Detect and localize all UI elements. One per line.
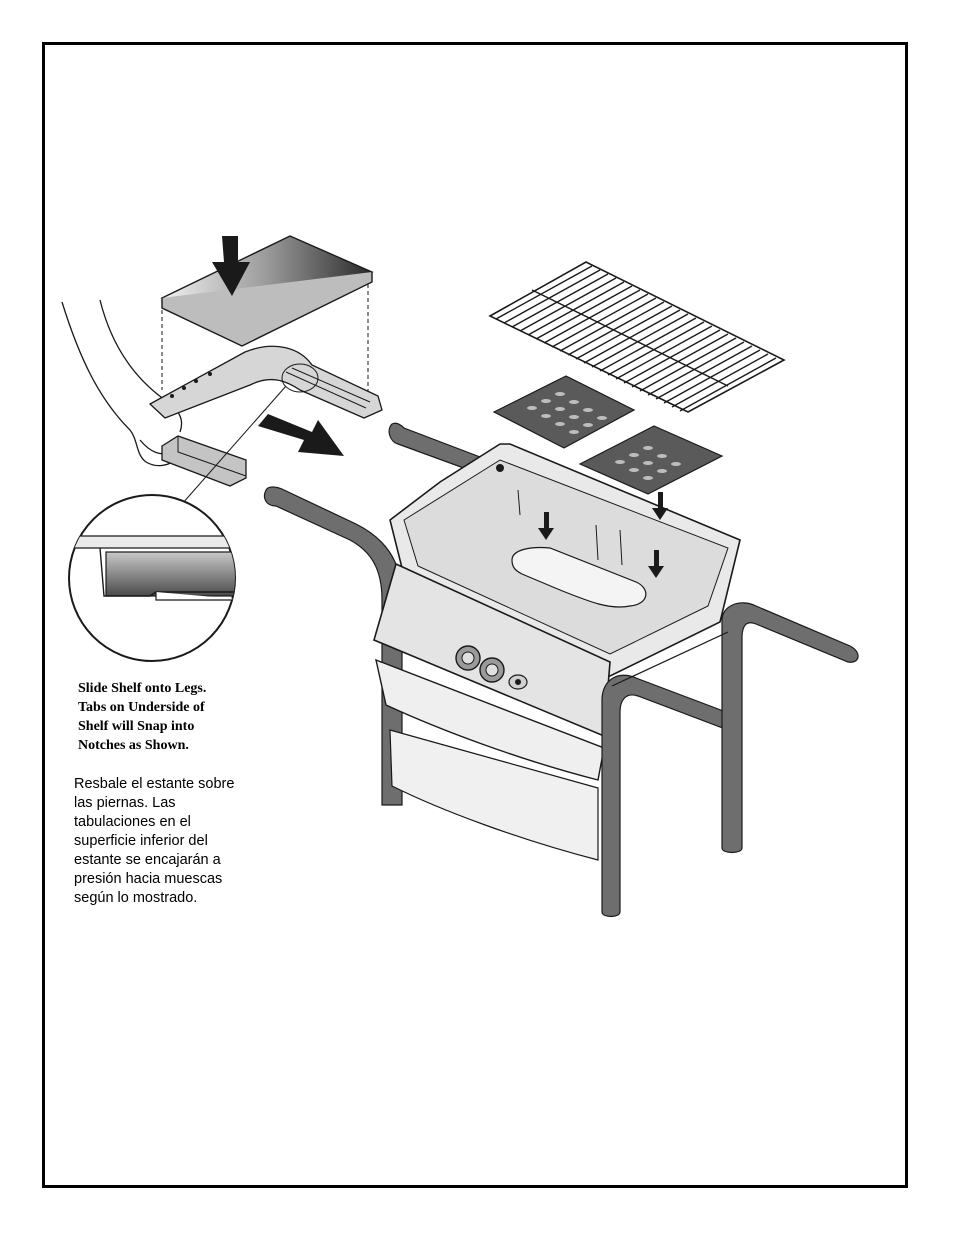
zoom-leader-line	[181, 385, 287, 505]
side-shelf-panel	[160, 235, 374, 347]
control-panel	[373, 562, 611, 861]
instruction-text-spanish: Resbale el estante sobre las piernas. La…	[74, 776, 235, 906]
down-arrow-icon	[538, 492, 668, 578]
shelf-end-bracket	[161, 435, 247, 487]
hand-outline	[61, 299, 183, 467]
right-front-leg-tube	[601, 674, 736, 918]
down-arrow-icon	[212, 236, 250, 296]
heat-plate-left	[492, 375, 636, 449]
right-arrow-icon	[258, 414, 344, 456]
alignment-dashes	[161, 284, 369, 396]
left-leg-tube	[263, 486, 403, 806]
control-knob-icon	[479, 657, 505, 683]
shelf-frame-bracket	[148, 345, 383, 419]
heat-plate-right	[578, 425, 724, 495]
right-back-leg-tube	[721, 602, 859, 854]
instruction-text-english: Slide Shelf onto Legs. Tabs on Underside…	[78, 681, 207, 753]
cooking-grate	[488, 261, 786, 413]
zoom-detail-circle	[68, 494, 236, 662]
crossbar	[611, 631, 729, 687]
control-knob-icon	[455, 645, 481, 671]
igniter-button-icon	[508, 674, 528, 690]
